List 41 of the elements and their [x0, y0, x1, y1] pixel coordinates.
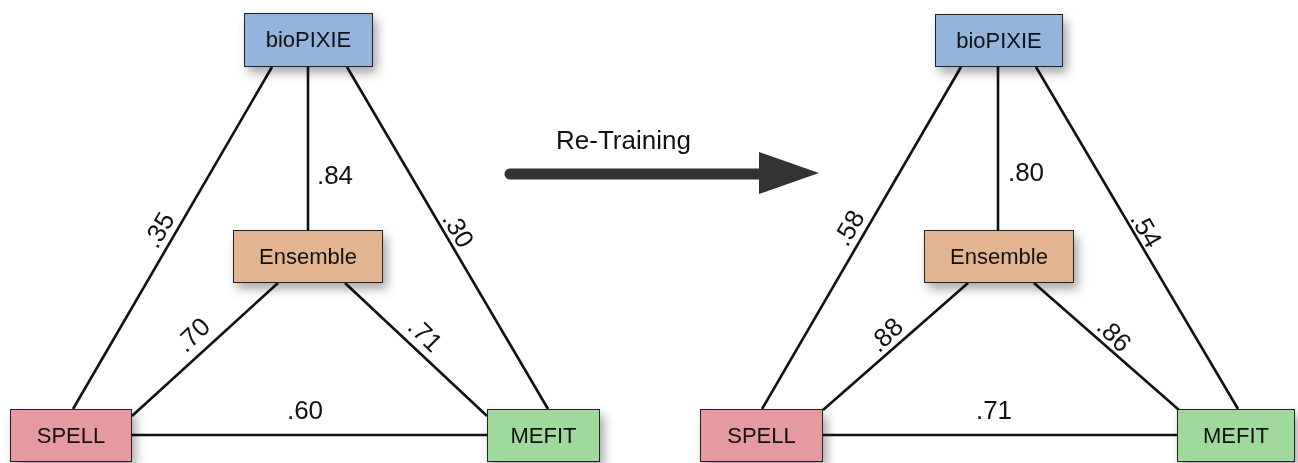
- connector-line: [345, 66, 550, 410]
- edge-label: .84: [316, 159, 354, 191]
- box-label: Ensemble: [259, 243, 357, 270]
- box-label: bioPIXIE: [265, 27, 352, 53]
- connector-line: [132, 433, 487, 437]
- edge-label: .71: [975, 394, 1013, 426]
- connector-line: [306, 67, 310, 230]
- method-box: [924, 230, 1074, 283]
- connector-line: [1033, 282, 1180, 411]
- process-label: Re-Training: [556, 125, 691, 156]
- box-label: bioPIXIE: [956, 27, 1042, 54]
- edge-label: .35: [136, 206, 182, 254]
- method-box: [487, 409, 600, 462]
- connector-line: [1034, 66, 1240, 410]
- connector-line: [996, 67, 1000, 230]
- connector-line: [131, 282, 279, 417]
- edge-label: .54: [1123, 206, 1169, 254]
- box-label: MEFIT: [1203, 422, 1269, 449]
- edge-label: .88: [862, 311, 910, 359]
- method-box: [1177, 409, 1295, 462]
- connector-line: [823, 433, 1177, 437]
- box-label: MEFIT: [510, 422, 577, 449]
- edge-label: .71: [401, 311, 449, 359]
- connector-line: [71, 66, 274, 410]
- edge-label: .86: [1090, 311, 1138, 359]
- method-box: [244, 13, 373, 67]
- box-label: Ensemble: [950, 243, 1048, 270]
- method-box: [700, 409, 823, 462]
- connector-line: [822, 282, 969, 411]
- method-box: [10, 409, 132, 462]
- box-label: SPELL: [727, 422, 796, 449]
- edge-label: .30: [435, 206, 481, 254]
- edge-label: .80: [1007, 156, 1045, 188]
- connector-line: [760, 66, 963, 410]
- edge-label: .60: [286, 394, 324, 426]
- method-box: [233, 230, 383, 283]
- edge-label: .70: [169, 311, 217, 359]
- method-box: [935, 14, 1063, 67]
- edge-label: .58: [826, 204, 872, 252]
- connector-line: [344, 282, 488, 417]
- box-label: SPELL: [36, 422, 106, 449]
